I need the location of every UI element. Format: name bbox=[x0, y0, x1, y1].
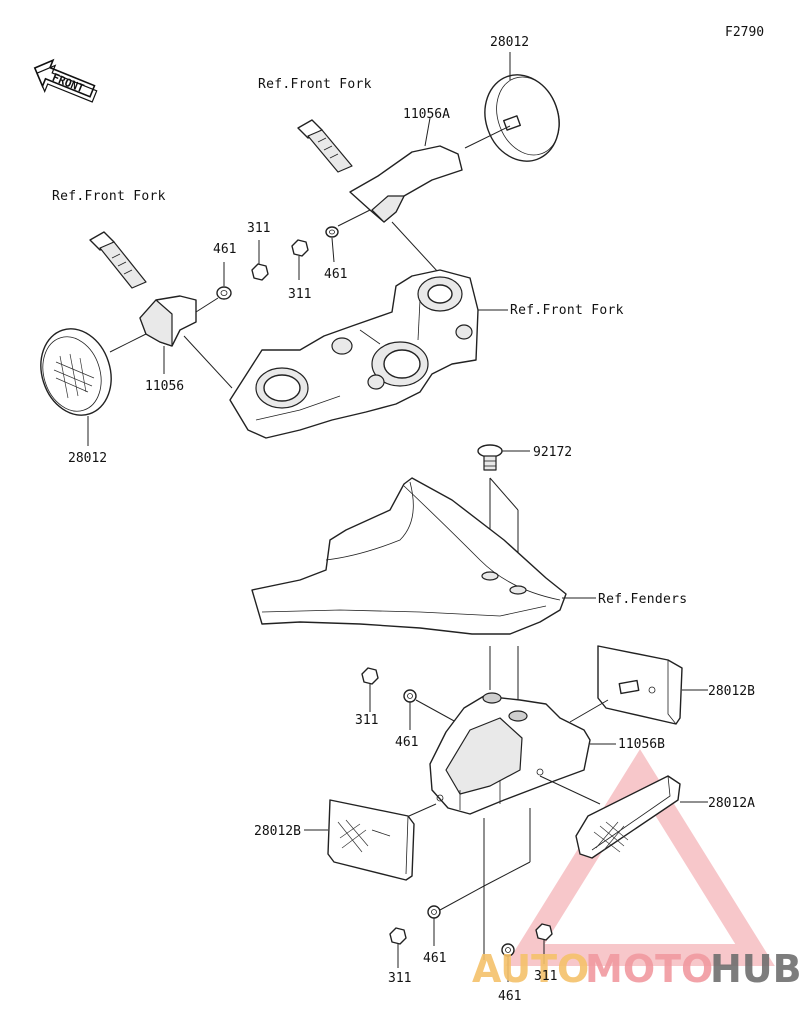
reflector-28012b-right bbox=[569, 645, 708, 725]
label-311-top: 311 bbox=[288, 287, 311, 302]
reflector-28012b-left bbox=[304, 799, 415, 881]
ref-fenders: Ref.Fenders bbox=[598, 592, 687, 607]
label-311-left: 311 bbox=[247, 221, 270, 236]
reflector-left bbox=[40, 328, 112, 446]
nut-311-top bbox=[291, 239, 309, 280]
washer-461-left bbox=[216, 262, 232, 300]
label-311-bottom-right: 311 bbox=[534, 969, 557, 984]
bolt-top bbox=[297, 119, 353, 173]
bracket-11056b bbox=[399, 692, 616, 821]
ref-front-fork-top: Ref.Front Fork bbox=[258, 77, 372, 92]
bolt-left bbox=[89, 231, 147, 289]
watermark-auto: AUTO bbox=[472, 947, 589, 991]
watermark-hub: HUB bbox=[710, 947, 800, 991]
front-fender bbox=[251, 477, 596, 635]
watermark-triangle bbox=[505, 749, 775, 966]
label-28012-left: 28012 bbox=[68, 451, 107, 466]
washer-461-top bbox=[325, 226, 339, 263]
label-28012a: 28012A bbox=[708, 796, 755, 811]
label-11056a: 11056A bbox=[403, 107, 450, 122]
label-92172: 92172 bbox=[533, 445, 572, 460]
label-11056b: 11056B bbox=[618, 737, 665, 752]
nut-311-left bbox=[251, 240, 269, 281]
label-11056: 11056 bbox=[145, 379, 184, 394]
figure-code: F2790 bbox=[725, 25, 764, 40]
fork-top-bridge bbox=[229, 269, 508, 439]
label-461-mid: 461 bbox=[395, 735, 418, 750]
label-28012b-left: 28012B bbox=[254, 824, 301, 839]
watermark-logo: AUTO MOTO HUB bbox=[472, 947, 800, 991]
reflector-top-right bbox=[464, 52, 560, 162]
reflector-28012a bbox=[575, 775, 708, 859]
label-461-bottom-left: 461 bbox=[423, 951, 446, 966]
nut-311-bottom-right bbox=[535, 923, 553, 964]
washer-461-mid bbox=[403, 689, 457, 730]
label-461-left: 461 bbox=[213, 242, 236, 257]
washer-461-bottom-left bbox=[427, 905, 441, 946]
ref-front-fork-left: Ref.Front Fork bbox=[52, 189, 166, 204]
nut-311-mid bbox=[361, 667, 379, 712]
label-28012-top: 28012 bbox=[490, 35, 529, 50]
label-461-top: 461 bbox=[324, 267, 347, 282]
watermark-moto: MOTO bbox=[585, 947, 713, 991]
label-311-bottom-left: 311 bbox=[388, 971, 411, 986]
front-arrow-icon: FRONT bbox=[33, 58, 98, 103]
bracket-11056a bbox=[337, 117, 463, 273]
label-461-bottom-right: 461 bbox=[498, 989, 521, 1004]
label-28012b-right: 28012B bbox=[708, 684, 755, 699]
nut-311-bottom-left bbox=[389, 927, 407, 968]
washer-461-bottom-right bbox=[501, 943, 515, 982]
label-311-mid: 311 bbox=[355, 713, 378, 728]
bracket-11056 bbox=[109, 295, 233, 389]
ref-front-fork-right: Ref.Front Fork bbox=[510, 303, 624, 318]
